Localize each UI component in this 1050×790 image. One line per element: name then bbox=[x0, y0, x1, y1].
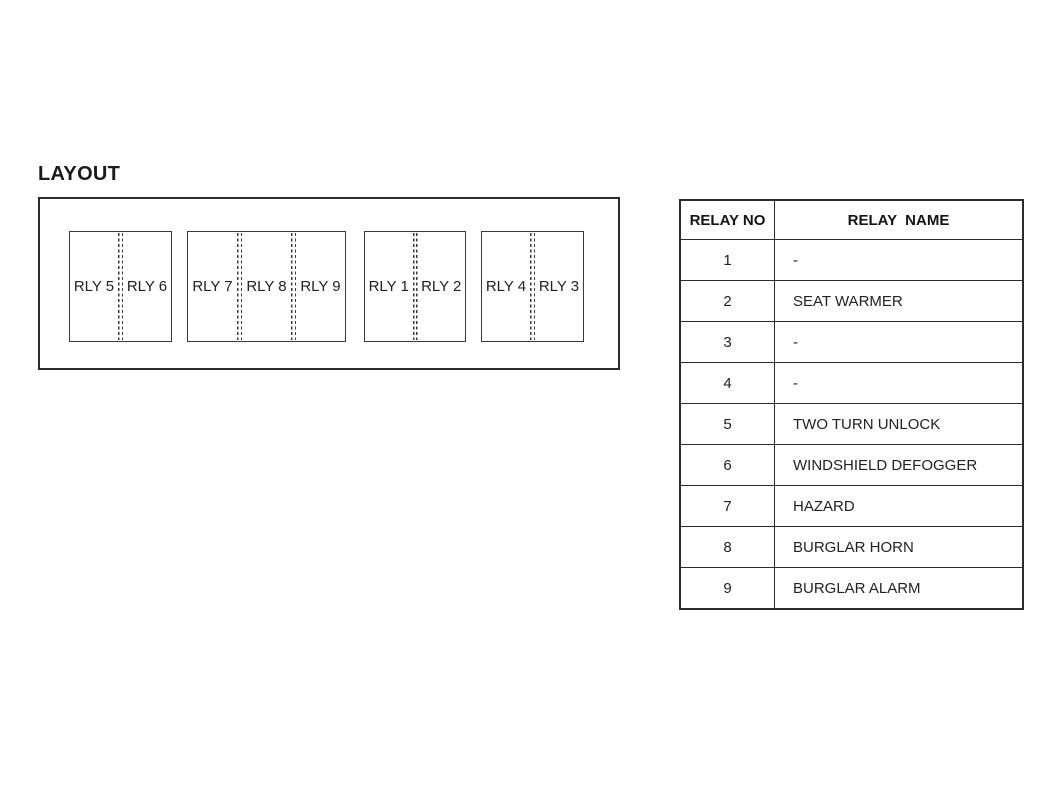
table-row: 2 SEAT WARMER bbox=[679, 280, 1024, 322]
relay-name-cell: - bbox=[774, 362, 1024, 404]
table-row: 5 TWO TURN UNLOCK bbox=[679, 403, 1024, 445]
dashed-divider-icon bbox=[237, 233, 242, 340]
relay-cell-rly6: RLY 6 bbox=[126, 278, 168, 295]
relay-block-4: RLY 4 RLY 3 bbox=[481, 231, 584, 342]
relay-cell-rly9: RLY 9 bbox=[300, 278, 341, 295]
relay-name-cell: WINDSHIELD DEFOGGER bbox=[774, 444, 1024, 486]
table-header-row: RELAY NO RELAY NAME bbox=[679, 199, 1024, 240]
relay-no-cell: 8 bbox=[679, 526, 775, 568]
relay-no-cell: 5 bbox=[679, 403, 775, 445]
relay-no-cell: 2 bbox=[679, 280, 775, 322]
relay-name-cell: SEAT WARMER bbox=[774, 280, 1024, 322]
relay-name-cell: BURGLAR HORN bbox=[774, 526, 1024, 568]
relay-cell-rly3: RLY 3 bbox=[538, 278, 580, 295]
table-row: 9 BURGLAR ALARM bbox=[679, 567, 1024, 610]
relay-table: RELAY NO RELAY NAME 1 - 2 SEAT WARMER 3 … bbox=[679, 199, 1024, 610]
relay-no-cell: 6 bbox=[679, 444, 775, 486]
relay-cell-rly7: RLY 7 bbox=[192, 278, 233, 295]
table-row: 3 - bbox=[679, 321, 1024, 363]
relay-cell-rly1: RLY 1 bbox=[368, 278, 409, 295]
relay-cell-rly2: RLY 2 bbox=[421, 278, 462, 295]
table-row: 7 HAZARD bbox=[679, 485, 1024, 527]
relay-block-3: RLY 1 RLY 2 bbox=[364, 231, 466, 342]
relay-no-cell: 9 bbox=[679, 567, 775, 610]
relay-no-cell: 3 bbox=[679, 321, 775, 363]
relay-name-cell: BURGLAR ALARM bbox=[774, 567, 1024, 610]
dashed-divider-icon bbox=[412, 233, 418, 340]
table-row: 1 - bbox=[679, 239, 1024, 281]
relay-block-2: RLY 7 RLY 8 RLY 9 bbox=[187, 231, 346, 342]
relay-name-cell: - bbox=[774, 321, 1024, 363]
relay-cell-rly4: RLY 4 bbox=[485, 278, 527, 295]
relay-cell-rly5: RLY 5 bbox=[73, 278, 115, 295]
relay-block-1: RLY 5 RLY 6 bbox=[69, 231, 172, 342]
dashed-divider-icon bbox=[530, 233, 535, 340]
table-row: 4 - bbox=[679, 362, 1024, 404]
relay-name-cell: - bbox=[774, 239, 1024, 281]
page-title: LAYOUT bbox=[38, 163, 121, 185]
header-relay-name: RELAY NAME bbox=[774, 199, 1024, 240]
table-row: 6 WINDSHIELD DEFOGGER bbox=[679, 444, 1024, 486]
relay-no-cell: 1 bbox=[679, 239, 775, 281]
dashed-divider-icon bbox=[291, 233, 296, 340]
relay-name-cell: TWO TURN UNLOCK bbox=[774, 403, 1024, 445]
relay-no-cell: 4 bbox=[679, 362, 775, 404]
relay-cell-rly8: RLY 8 bbox=[246, 278, 287, 295]
relay-layout-diagram: RLY 5 RLY 6 RLY 7 RLY 8 RLY 9 RLY 1 RLY … bbox=[38, 197, 620, 370]
header-relay-no: RELAY NO bbox=[679, 199, 775, 240]
table-row: 8 BURGLAR HORN bbox=[679, 526, 1024, 568]
relay-name-cell: HAZARD bbox=[774, 485, 1024, 527]
relay-no-cell: 7 bbox=[679, 485, 775, 527]
dashed-divider-icon bbox=[118, 233, 123, 340]
